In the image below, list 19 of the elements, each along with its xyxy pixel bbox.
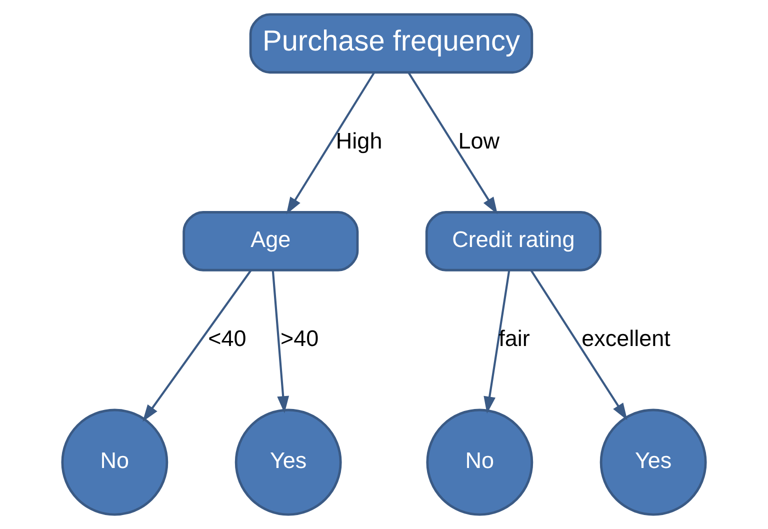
node-circle: No (426, 408, 534, 516)
node-box: Credit rating (425, 211, 602, 272)
edge-label: fair (498, 326, 530, 352)
edge-label: >40 (280, 326, 319, 352)
node-box: Purchase frequency (249, 13, 534, 74)
edge-label: Low (458, 128, 500, 154)
node-circle: Yes (600, 408, 707, 516)
edge-label: High (336, 128, 382, 154)
node-circle: Yes (234, 408, 342, 516)
arrow (484, 270, 510, 414)
edge-label: <40 (208, 326, 246, 352)
arrow (408, 72, 498, 214)
arrow (530, 270, 628, 420)
node-box: Age (182, 211, 359, 272)
arrow (272, 270, 290, 414)
arrow (142, 270, 252, 422)
edge-label: excellent (582, 326, 670, 352)
node-circle: No (61, 408, 168, 516)
arrow (286, 72, 376, 214)
